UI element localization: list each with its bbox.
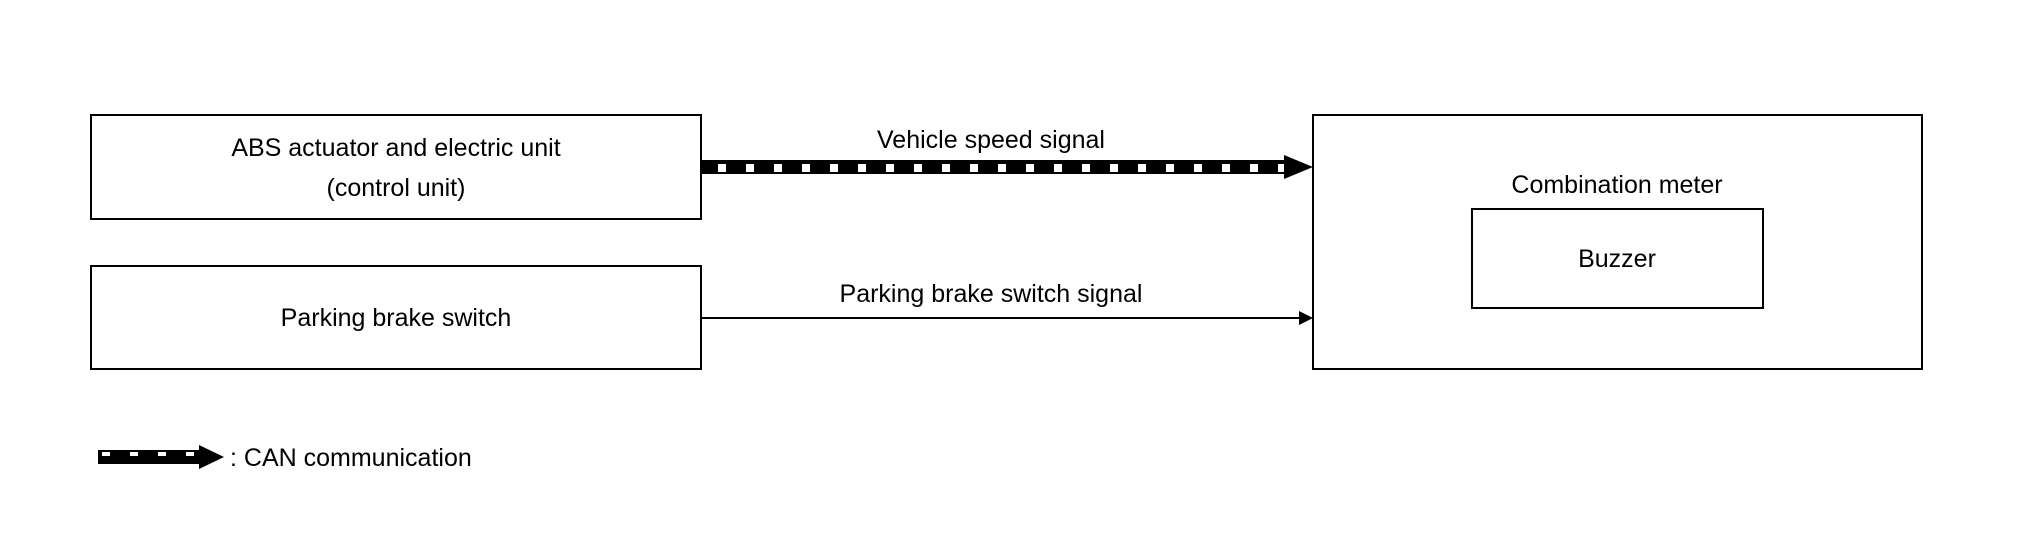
abs-unit-label-line2: (control unit) — [327, 174, 466, 202]
buzzer-box: Buzzer — [1471, 208, 1764, 309]
abs-control-unit-box: ABS actuator and electric unit (control … — [90, 114, 702, 220]
abs-unit-label-line1: ABS actuator and electric unit — [231, 134, 560, 162]
vehicle-speed-signal-label: Vehicle speed signal — [877, 126, 1105, 154]
vehicle-speed-can-arrow: Vehicle speed signal — [701, 126, 1313, 179]
legend-can-communication-label: : CAN communication — [230, 444, 472, 472]
combination-meter-label: Combination meter — [1511, 171, 1722, 199]
legend: : CAN communication — [98, 444, 472, 472]
parking-brake-switch-signal-label: Parking brake switch signal — [840, 280, 1143, 308]
buzzer-label: Buzzer — [1578, 245, 1656, 273]
parking-brake-switch-box: Parking brake switch — [90, 265, 702, 370]
parking-brake-switch-label: Parking brake switch — [281, 304, 512, 332]
combination-meter-box: Combination meter Buzzer — [1312, 114, 1923, 370]
can-arrow-legend-icon — [98, 445, 224, 469]
parking-brake-signal-arrow: Parking brake switch signal — [701, 280, 1313, 325]
